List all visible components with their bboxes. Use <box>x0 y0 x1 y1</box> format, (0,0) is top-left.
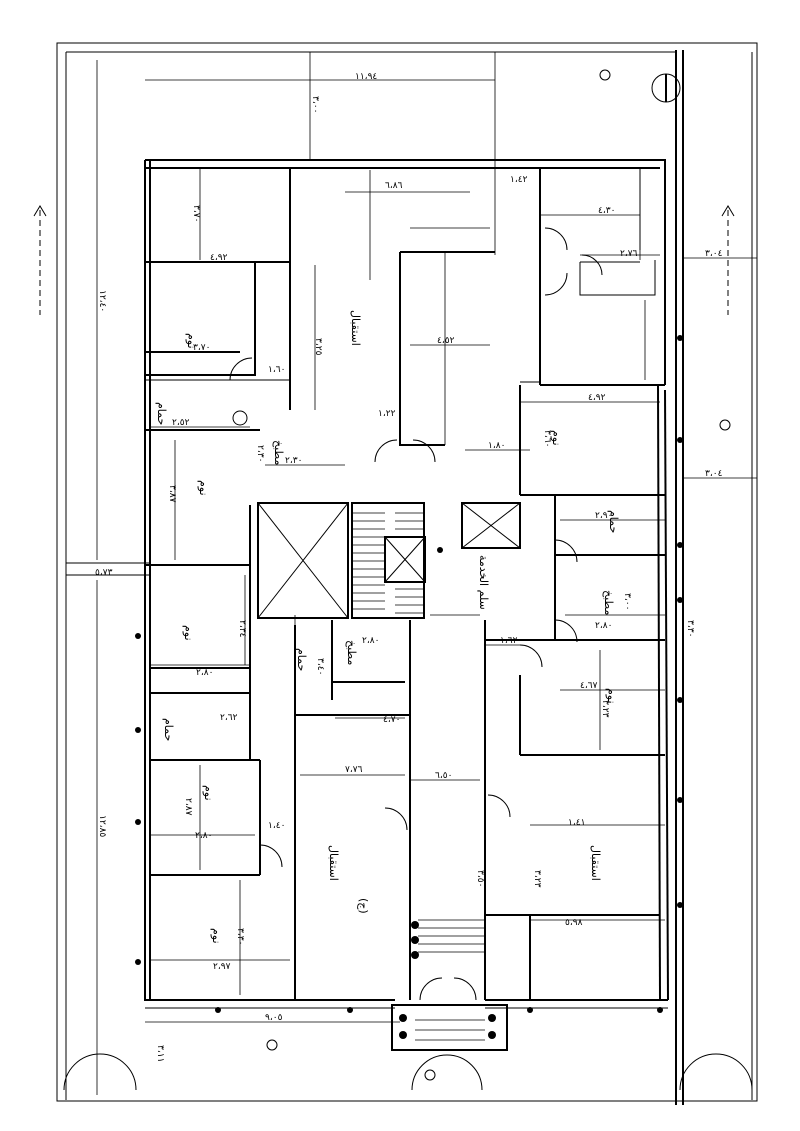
dim-bottom-left: ٣،١١ <box>155 1045 165 1062</box>
room-living-top: استقبال <box>349 310 362 346</box>
north-symbol <box>651 73 681 103</box>
room-kitchen-c: مطبخ <box>345 640 358 665</box>
dimension-labels: ١١،٩٤ ١٢،٤٠ ١٢،٨٥ ٥،٧٣ ٣،٠٤ ٣،٠٤ ٣،٣٠ ٣،… <box>95 72 723 1062</box>
dim-r3: ٤،٣٠ <box>598 206 615 216</box>
dim-right-offset-a: ٣،٠٤ <box>705 249 723 259</box>
room-labels: استقبال نوم حمام نوم مطبخ نوم حمام مطبخ … <box>155 310 620 944</box>
dim-r13: ٤،٥٢ <box>437 336 455 346</box>
dim-r9: ٣،٨٧ <box>167 485 177 503</box>
dim-bottom-width: ٩،٠٥ <box>265 1013 283 1023</box>
dim-r25: ٢،٣٤ <box>237 620 247 638</box>
room-bath-c: حمام <box>295 648 308 671</box>
fixture-markers <box>135 335 683 1039</box>
room-guest-toilet: حمام <box>162 718 175 741</box>
dim-r38: ١،٦٠ <box>268 365 285 375</box>
dim-r2: ١،٤٢ <box>510 175 528 185</box>
dim-r37: ٢،٣٠ <box>255 445 265 462</box>
dim-r39: ٢،٦٢ <box>220 713 238 723</box>
dim-r29: ٢،٩٧ <box>213 962 231 972</box>
dim-r23: ٥،٩٨ <box>565 918 583 928</box>
room-bedroom-f: نوم <box>202 785 215 801</box>
room-bedroom-d: نوم <box>182 625 195 641</box>
dim-r12: ١،٨٠ <box>488 441 505 451</box>
dim-r35: ٣،٥٠ <box>475 870 485 887</box>
dim-r26: ٢،٨٧ <box>183 798 193 816</box>
dimension-lines <box>96 52 757 1095</box>
entrance-steps <box>391 919 508 1051</box>
section-bubbles <box>232 69 731 1081</box>
dim-r10: ٢،٣٠ <box>285 456 302 466</box>
stair-treads <box>352 512 424 614</box>
dim-r18: ٣،٠٠ <box>622 593 632 610</box>
dim-top-width: ١١،٩٤ <box>355 72 377 82</box>
dim-right-offset-b: ٣،٠٤ <box>705 469 723 479</box>
room-bath-a: حمام <box>155 402 168 425</box>
dim-r40: ١،٤٠ <box>268 821 285 831</box>
room-bath-b: حمام <box>607 510 620 533</box>
dim-r1: ٦،٨٦ <box>385 181 403 191</box>
dim-r17: ٢،٨٠ <box>595 621 612 631</box>
dim-r7: ٣،٧٠ <box>193 343 210 353</box>
room-living-left: استقبال <box>327 845 340 881</box>
dim-right-offset-c: ٣،٣٠ <box>685 620 695 637</box>
dim-r8: ٢،٥٢ <box>172 418 190 428</box>
dim-r6: ٤،٩٢ <box>210 253 228 263</box>
dim-r30: ٣،٤٠ <box>315 658 325 675</box>
site-boundary <box>56 42 758 1105</box>
dim-r22: ١،٤١ <box>568 818 585 828</box>
dim-r16: ٢،٩٠ <box>595 511 612 521</box>
dim-r34: ٤،٧٠ <box>383 715 400 725</box>
dim-r31: ٢،٨٠ <box>362 636 379 646</box>
dim-r21: ٣،٢٣ <box>600 700 610 718</box>
room-living-right: استقبال <box>589 845 602 881</box>
dim-left-height-upper: ١٢،٤٠ <box>97 290 107 312</box>
dim-top-setback: ٣،٠٠ <box>310 96 320 113</box>
room-service-stair: سلم الخدمة <box>477 555 490 610</box>
dim-r20: ٤،٦٧ <box>580 681 598 691</box>
core-stair-elevator <box>257 502 521 619</box>
dim-r11: ١،٢٢ <box>378 409 396 419</box>
room-lobby: (ج) <box>357 898 370 914</box>
dim-r32: ٧،٧٦ <box>345 765 363 775</box>
door-swings <box>63 227 753 1091</box>
dim-r15: ٣،٦٠ <box>542 430 552 447</box>
dim-left-height-lower: ١٢،٨٥ <box>97 815 107 837</box>
dim-r19: ٢،٨٠ <box>196 668 213 678</box>
dim-left-offset: ٥،٧٣ <box>95 568 113 578</box>
section-arrows <box>33 205 735 315</box>
room-kitchen-b: مطبخ <box>602 590 615 615</box>
room-bedroom-a: نوم <box>185 333 198 349</box>
interior-walls-upper <box>145 168 665 496</box>
room-kitchen-a: مطبخ <box>272 440 285 465</box>
dim-r33: ٦،٥٠ <box>435 771 452 781</box>
dim-r14: ٤،٩٢ <box>588 393 606 403</box>
dim-r4: ٢،٧٦ <box>620 249 638 259</box>
room-bedroom-c: نوم <box>550 430 563 446</box>
interior-walls-lower <box>145 495 665 1000</box>
dim-r36: ١،٦٢ <box>500 636 518 646</box>
room-bedroom-b: نوم <box>197 480 210 496</box>
dim-r24: ٣،٢٣ <box>532 870 542 888</box>
dim-r41: ٣،٢٥ <box>313 338 323 356</box>
room-bedroom-g: نوم <box>210 928 223 944</box>
room-bedroom-e: نوم <box>605 688 618 704</box>
dim-r5: ٣،٧٠ <box>191 205 201 222</box>
exterior-walls <box>144 159 669 1009</box>
dim-r28: ٣،٣٠ <box>235 928 245 945</box>
dim-r27: ٢،٨٠ <box>195 831 212 841</box>
